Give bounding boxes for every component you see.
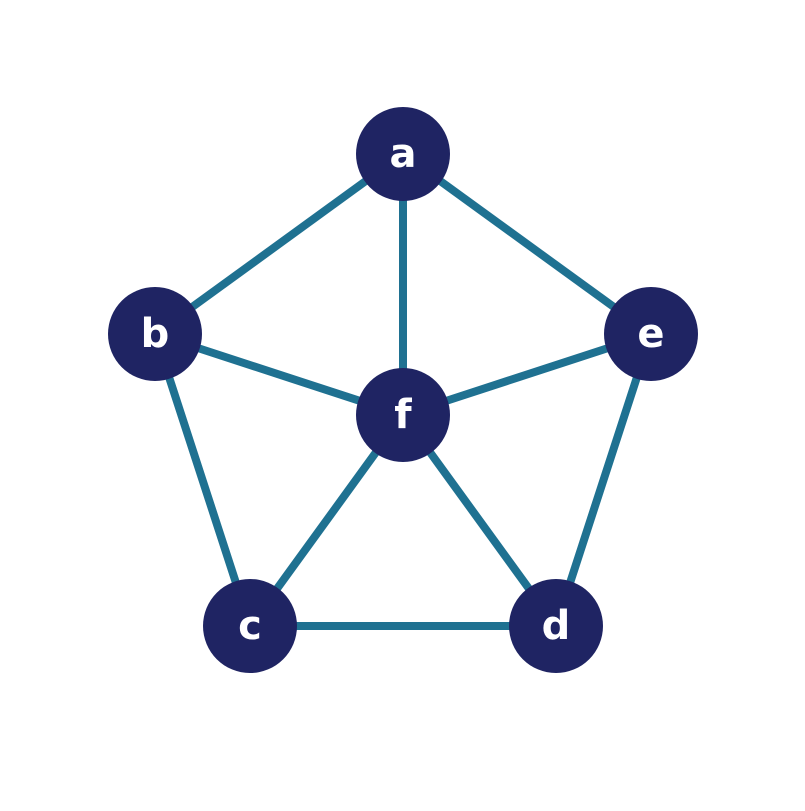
node-label-b: b (141, 311, 170, 357)
node-circle-e (604, 287, 698, 381)
node-label-c: c (238, 603, 262, 649)
edge-e-d (552, 332, 655, 628)
node-label-a: a (390, 131, 417, 177)
edge-b-c (151, 332, 254, 628)
edge-a-e (400, 150, 654, 338)
node-e: e (604, 287, 698, 381)
edge-a-b (152, 150, 406, 338)
node-label-f: f (394, 392, 412, 438)
node-circle-f (356, 368, 450, 462)
node-circle-c (203, 579, 297, 673)
node-b: b (108, 287, 202, 381)
node-f: f (356, 368, 450, 462)
node-label-d: d (542, 603, 571, 649)
node-label-e: e (637, 311, 664, 357)
nodes-layer: a b c d e f (108, 107, 698, 673)
node-circle-a (356, 107, 450, 201)
node-c: c (203, 579, 297, 673)
node-d: d (509, 579, 603, 673)
node-circle-b (108, 287, 202, 381)
node-circle-d (509, 579, 603, 673)
node-a: a (356, 107, 450, 201)
